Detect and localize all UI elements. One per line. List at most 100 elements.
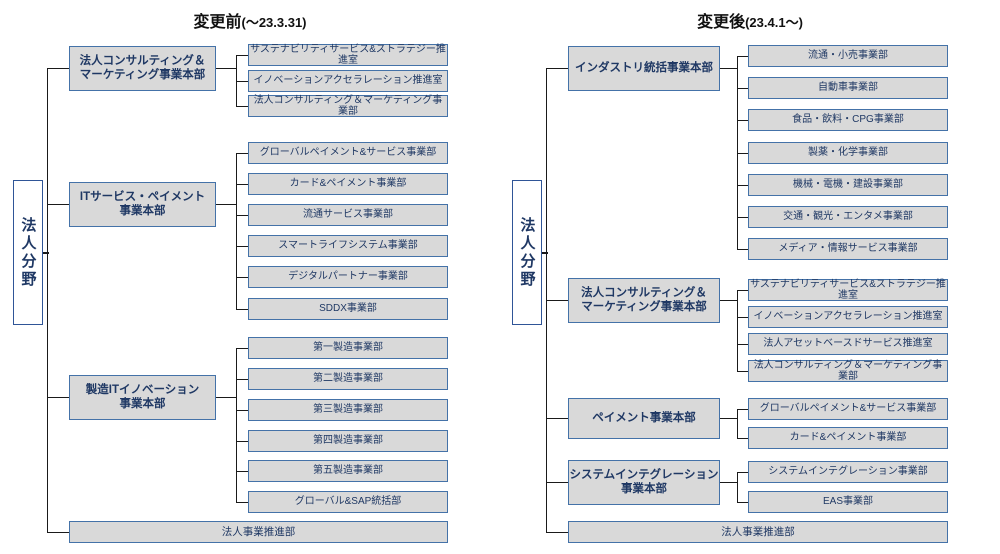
- panel-after-title-sub: (23.4.1～): [745, 15, 803, 30]
- child-lead-before-1-2: [236, 215, 248, 217]
- parent-box-before-0[interactable]: 法人コンサルティング＆マーケティング事業本部: [69, 46, 216, 91]
- spine-branch-after-g2: [546, 300, 568, 302]
- child-lead-before-1-3: [236, 246, 248, 248]
- parent-box-after-0-label: インダストリ統括事業本部: [575, 61, 713, 74]
- parent-box-before-2[interactable]: 製造ITイノベーション事業本部: [69, 375, 216, 420]
- spine-branch-after-g4: [546, 482, 568, 484]
- child-box-after-3-1[interactable]: EAS事業部: [748, 491, 948, 513]
- spine-branch-before-g3: [47, 397, 69, 399]
- child-box-after-2-1[interactable]: カード&ペイメント事業部: [748, 427, 948, 449]
- child-box-before-0-0[interactable]: サステナビリティサービス&ストラテジー推進室: [248, 44, 448, 66]
- child-box-after-0-4[interactable]: 機械・電機・建設事業部: [748, 174, 948, 196]
- bottom-bar-before[interactable]: 法人事業推進部: [69, 521, 448, 543]
- parent-out-before-0: [216, 68, 236, 70]
- child-box-before-1-1[interactable]: カード&ペイメント事業部: [248, 173, 448, 195]
- child-lead-before-0-2: [236, 106, 248, 108]
- child-box-before-2-0[interactable]: 第一製造事業部: [248, 337, 448, 359]
- parent-box-before-1[interactable]: ITサービス・ペイメント事業本部: [69, 182, 216, 227]
- child-box-before-1-0[interactable]: グローバルペイメント&サービス事業部: [248, 142, 448, 164]
- panel-before-title-sub: (～23.3.31): [241, 15, 307, 30]
- child-box-after-1-0[interactable]: サステナビリティサービス&ストラテジー推進室: [748, 279, 948, 301]
- child-box-after-1-3[interactable]: 法人コンサルティング＆マーケティング事業部: [748, 360, 948, 382]
- child-lead-after-0-3: [737, 153, 748, 155]
- root-box-before: 法人分野: [13, 180, 43, 325]
- child-box-before-2-3[interactable]: 第四製造事業部: [248, 430, 448, 452]
- child-lead-before-1-4: [236, 277, 248, 279]
- child-bus-before-1: [236, 153, 238, 309]
- child-lead-after-0-4: [737, 185, 748, 187]
- child-bus-before-2: [236, 348, 238, 502]
- spine-branch-before-g2: [47, 204, 69, 206]
- child-lead-after-0-6: [737, 249, 748, 251]
- child-lead-before-1-1: [236, 184, 248, 186]
- child-lead-before-2-4: [236, 471, 248, 473]
- child-box-before-2-1[interactable]: 第二製造事業部: [248, 368, 448, 390]
- child-box-after-1-2[interactable]: 法人アセットベースドサービス推進室: [748, 333, 948, 355]
- root-connector-after: [542, 252, 548, 254]
- parent-out-after-3: [720, 482, 737, 484]
- parent-box-after-3[interactable]: システムインテグレーション事業本部: [568, 460, 720, 505]
- root-box-after: 法人分野: [512, 180, 542, 325]
- child-lead-before-2-0: [236, 348, 248, 350]
- child-box-after-1-1[interactable]: イノベーションアクセラレーション推進室: [748, 306, 948, 328]
- child-box-after-0-5[interactable]: 交通・観光・エンタメ事業部: [748, 206, 948, 228]
- child-lead-before-1-5: [236, 309, 248, 311]
- parent-box-after-2[interactable]: ペイメント事業本部: [568, 398, 720, 439]
- parent-out-before-2: [216, 397, 236, 399]
- child-box-before-2-2[interactable]: 第三製造事業部: [248, 399, 448, 421]
- parent-box-after-1-label: 法人コンサルティング＆マーケティング事業本部: [581, 287, 707, 313]
- root-connector-before: [43, 252, 49, 254]
- child-box-before-0-2[interactable]: 法人コンサルティング＆マーケティング事業部: [248, 95, 448, 117]
- panel-after-title: 変更後(23.4.1～): [500, 8, 1000, 32]
- parent-box-before-2-label: 製造ITイノベーション事業本部: [85, 384, 200, 410]
- child-bus-before-0: [236, 55, 238, 106]
- parent-out-after-0: [720, 68, 737, 70]
- child-box-after-0-6[interactable]: メディア・情報サービス事業部: [748, 238, 948, 260]
- child-box-after-0-3[interactable]: 製薬・化学事業部: [748, 142, 948, 164]
- child-bus-after-3: [737, 472, 739, 502]
- spine-branch-after-g3: [546, 418, 568, 420]
- child-lead-after-3-0: [737, 472, 748, 474]
- child-bus-after-2: [737, 409, 739, 438]
- child-box-before-1-4[interactable]: デジタルパートナー事業部: [248, 266, 448, 288]
- child-box-before-1-2[interactable]: 流通サービス事業部: [248, 204, 448, 226]
- child-lead-after-1-0: [737, 290, 748, 292]
- panel-before-title: 変更前(～23.3.31): [0, 8, 500, 32]
- parent-box-before-0-label: 法人コンサルティング＆マーケティング事業本部: [79, 55, 206, 81]
- child-lead-after-3-1: [737, 502, 748, 504]
- panel-before-title-main: 変更前: [193, 14, 242, 31]
- child-lead-before-0-1: [236, 81, 248, 83]
- parent-box-after-2-label: ペイメント事業本部: [592, 411, 696, 424]
- child-box-after-0-1[interactable]: 自動車事業部: [748, 77, 948, 99]
- parent-box-after-3-label: システムインテグレーション事業本部: [569, 469, 719, 495]
- child-box-before-1-5[interactable]: SDDX事業部: [248, 298, 448, 320]
- child-box-before-2-5[interactable]: グローバル&SAP統括部: [248, 491, 448, 513]
- bottom-bar-after[interactable]: 法人事業推進部: [568, 521, 948, 543]
- child-bus-after-1: [737, 290, 739, 371]
- child-lead-before-2-2: [236, 410, 248, 412]
- child-box-before-2-4[interactable]: 第五製造事業部: [248, 460, 448, 482]
- parent-box-after-1[interactable]: 法人コンサルティング＆マーケティング事業本部: [568, 278, 720, 323]
- child-box-after-0-2[interactable]: 食品・飲料・CPG事業部: [748, 109, 948, 131]
- child-lead-after-1-1: [737, 317, 748, 319]
- child-lead-before-2-3: [236, 441, 248, 443]
- child-box-after-2-0[interactable]: グローバルペイメント&サービス事業部: [748, 398, 948, 420]
- child-lead-before-0-0: [236, 55, 248, 57]
- child-lead-before-1-0: [236, 153, 248, 155]
- child-box-after-3-0[interactable]: システムインテグレーション事業部: [748, 461, 948, 483]
- spine-branch-after-g1: [546, 68, 568, 70]
- parent-box-after-0[interactable]: インダストリ統括事業本部: [568, 46, 720, 91]
- parent-out-after-1: [720, 300, 737, 302]
- child-box-before-1-3[interactable]: スマートライフシステム事業部: [248, 235, 448, 257]
- child-lead-after-0-2: [737, 120, 748, 122]
- panel-after-title-main: 変更後: [697, 14, 746, 31]
- child-lead-after-0-0: [737, 56, 748, 58]
- child-lead-after-1-2: [737, 344, 748, 346]
- parent-box-before-1-label: ITサービス・ペイメント事業本部: [79, 191, 206, 217]
- spine-before: [47, 68, 49, 533]
- child-lead-before-2-1: [236, 379, 248, 381]
- child-lead-after-2-0: [737, 409, 748, 411]
- child-box-before-0-1[interactable]: イノベーションアクセラレーション推進室: [248, 70, 448, 92]
- child-box-after-0-0[interactable]: 流通・小売事業部: [748, 45, 948, 67]
